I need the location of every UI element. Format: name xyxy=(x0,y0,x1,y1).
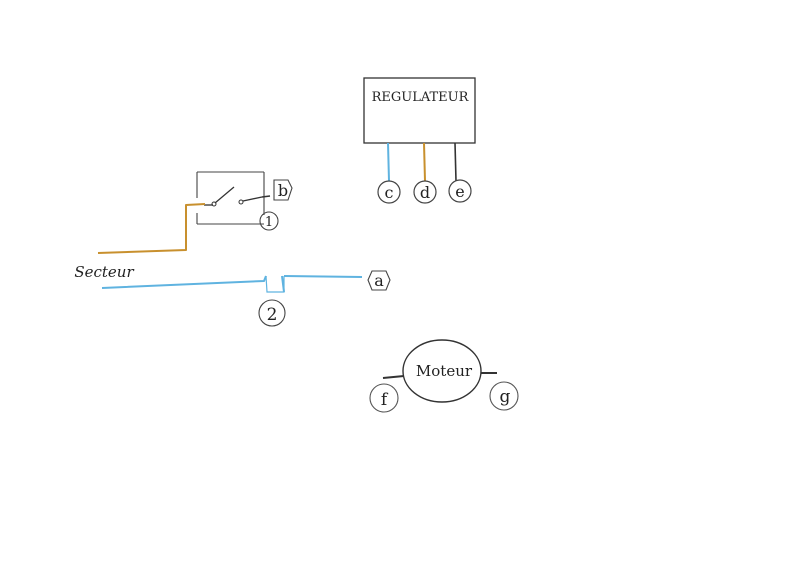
motor-label: Moteur xyxy=(416,362,473,380)
regulator-wire-d-brown xyxy=(423,142,426,182)
terminal-g: g xyxy=(489,381,519,411)
terminal-f-label: f xyxy=(381,390,389,410)
regulator-wire-e-black xyxy=(454,142,457,182)
terminal-a: a xyxy=(367,270,391,291)
terminal-f: f xyxy=(369,383,399,413)
regulator-label: REGULATEUR xyxy=(372,90,470,105)
switch-output-wire xyxy=(261,195,271,198)
terminal-g-label: g xyxy=(500,387,511,407)
terminal-2: 2 xyxy=(258,299,286,327)
regulator: REGULATEUR c d e xyxy=(363,77,476,204)
terminal-1: 1 xyxy=(259,211,279,231)
motor: Moteur f g xyxy=(369,339,519,413)
switch-contact-right xyxy=(242,196,263,202)
terminal-e-label: e xyxy=(455,182,464,201)
regulator-box xyxy=(363,77,476,144)
terminal-c: c xyxy=(377,180,401,204)
mains-wire-blue-notch xyxy=(265,275,285,293)
motor-wire-f xyxy=(382,375,405,379)
switch-contact-point xyxy=(238,199,244,205)
terminal-2-label: 2 xyxy=(267,305,278,325)
switch-lever xyxy=(214,186,235,204)
mains-label: Secteur xyxy=(74,263,134,281)
terminal-d: d xyxy=(413,180,437,204)
mains-wire-brown xyxy=(97,203,206,254)
motor-circle xyxy=(402,339,482,403)
switch-pivot xyxy=(211,201,217,207)
terminal-1-label: 1 xyxy=(265,215,273,230)
terminal-a-label: a xyxy=(374,271,384,290)
terminal-e: e xyxy=(448,179,472,203)
switch-box xyxy=(196,171,265,225)
terminal-b: b xyxy=(273,179,293,201)
regulator-wire-c-blue xyxy=(387,142,390,182)
terminal-c-label: c xyxy=(385,183,394,202)
switch: b 1 xyxy=(196,171,293,231)
terminal-d-label: d xyxy=(420,183,430,202)
terminal-b-label: b xyxy=(278,181,288,200)
